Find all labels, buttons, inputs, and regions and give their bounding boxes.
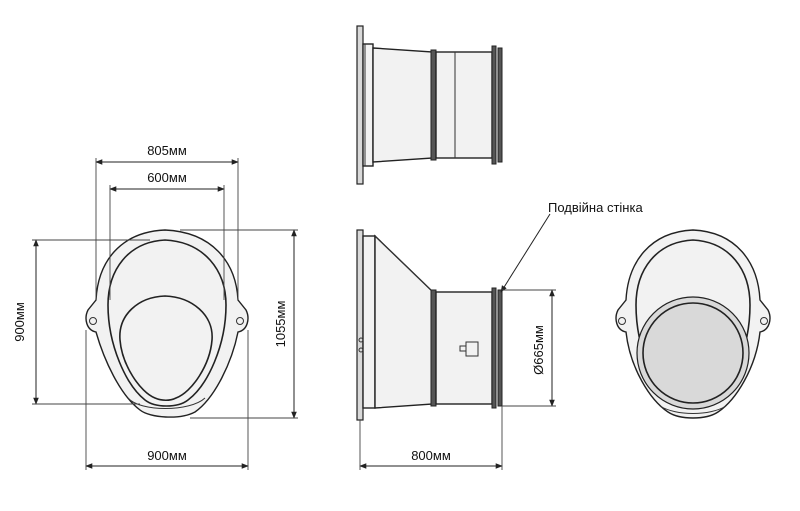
bottom-ring-2 [491, 287, 497, 409]
top-body [372, 47, 434, 163]
front-lug-hole-left [89, 317, 97, 325]
front-view: 805мм 600мм 900мм 1055мм 900мм [12, 143, 298, 470]
rear-opening-outer [636, 296, 750, 410]
top-ring-2 [491, 45, 497, 165]
bottom-flange-plate [356, 229, 364, 421]
top-flange-plate [356, 25, 364, 185]
dim-label-805: 805мм [147, 143, 187, 158]
rear-lug-hole-right [760, 317, 768, 325]
dim-label-900-vertical: 900мм [12, 302, 27, 342]
double-wall-leader [500, 213, 551, 293]
bottom-flange-collar [362, 235, 376, 409]
top-ring-3 [497, 47, 503, 163]
dim-label-1055: 1055мм [273, 301, 288, 348]
bottom-ring-1 [430, 289, 437, 407]
double-wall-label: Подвійна стінка [548, 200, 643, 215]
dim-label-600: 600мм [147, 170, 187, 185]
rear-view [615, 229, 771, 419]
bottom-ring-3 [497, 289, 503, 407]
dim-label-800: 800мм [411, 448, 451, 463]
top-ring-1 [430, 49, 437, 161]
top-side-view [356, 25, 503, 185]
top-cylinder [435, 51, 493, 159]
bottom-cone [374, 234, 434, 409]
bottom-cylinder [435, 291, 493, 405]
rear-lug-hole-left [618, 317, 626, 325]
rear-opening [642, 302, 744, 404]
dim-label-900-horizontal: 900мм [147, 448, 187, 463]
bottom-side-view: Подвійна стінка Ø665мм 800мм [356, 200, 643, 470]
front-opening [119, 295, 213, 402]
dim-label-665: Ø665мм [531, 325, 546, 375]
front-bottom-edge [127, 397, 206, 409]
front-lug-hole-right [236, 317, 244, 325]
